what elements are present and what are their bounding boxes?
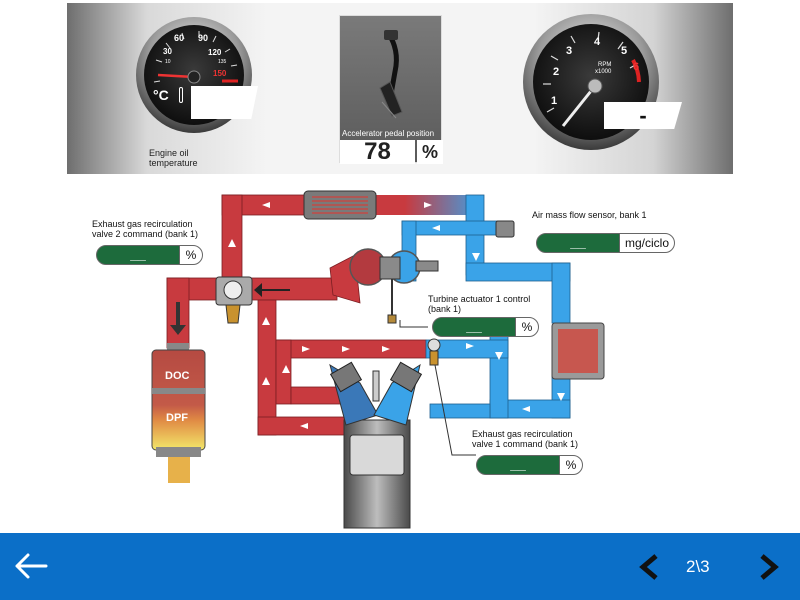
dpf-label: DPF	[166, 412, 188, 424]
maf-unit: mg/ciclo	[619, 233, 675, 253]
oil-tick-30: 30	[163, 47, 172, 56]
egr2-label-line1: Exhaust gas recirculation	[92, 219, 193, 229]
air-flow-schematic	[151, 190, 605, 529]
rpm-tick-6: 6	[633, 61, 640, 73]
rpm-tick-5: 5	[621, 45, 628, 57]
rpm-gauge	[523, 14, 659, 150]
page-indicator: 2\3	[686, 557, 710, 576]
pedal-position-label: Accelerator pedal position	[342, 129, 435, 138]
oil-tick-10: 10	[165, 59, 171, 65]
rpm-unit-label: RPM	[598, 62, 612, 68]
oil-tick-60: 60	[174, 33, 185, 43]
rpm-readout: -	[604, 102, 682, 129]
oil-unit-label: °C	[153, 87, 169, 103]
rpm-tick-4: 4	[594, 36, 601, 48]
oil-temperature-readout	[191, 86, 258, 119]
rpm-tick-3: 3	[566, 45, 573, 57]
egr1-label-line2: valve 1 command (bank 1)	[472, 439, 579, 449]
maf-meter: __ mg/ciclo	[536, 233, 675, 253]
engine-air-flow-diagram: Exhaust gas recirculation valve 2 comman…	[0, 175, 800, 530]
egr2-unit: %	[179, 245, 203, 265]
egr1-unit: %	[559, 455, 583, 475]
chevron-right-icon	[760, 554, 779, 580]
accelerator-pedal-panel: Accelerator pedal position 78 %	[339, 15, 443, 164]
egr1-label-line1: Exhaust gas recirculation	[472, 429, 573, 439]
turbine-label-line2: (bank 1)	[428, 304, 462, 314]
egr1-meter: __ %	[476, 455, 583, 475]
rpm-tick-1: 1	[551, 95, 558, 107]
turbine-value: __	[432, 317, 516, 337]
arrow-left-icon	[15, 553, 48, 579]
turbine-label-line1: Turbine actuator 1 control	[428, 294, 531, 304]
turbine-meter: __ %	[432, 317, 539, 337]
egr1-value: __	[476, 455, 560, 475]
bottom-navigation-bar: 2\3	[0, 533, 800, 600]
oil-tick-135: 135	[218, 59, 227, 65]
pedal-position-value: 78	[340, 140, 415, 164]
gauge-panel: 10 30 60 90 120 135 150 °C Engine oil te…	[67, 3, 733, 174]
turbine-unit: %	[515, 317, 539, 337]
pedal-position-unit: %	[417, 140, 443, 164]
accelerator-pedal-icon	[379, 30, 403, 119]
maf-value: __	[536, 233, 620, 253]
egr2-label-line2: valve 2 command (bank 1)	[92, 229, 199, 239]
oil-temperature-label: Engine oil temperature	[149, 148, 198, 168]
doc-label: DOC	[165, 370, 190, 382]
maf-label: Air mass flow sensor, bank 1	[532, 210, 647, 220]
back-button[interactable]	[12, 551, 50, 581]
next-page-button[interactable]	[756, 553, 782, 581]
thermometer-icon	[179, 87, 183, 103]
egr2-value: __	[96, 245, 180, 265]
rpm-tick-2: 2	[553, 66, 560, 78]
oil-tick-90: 90	[198, 33, 209, 43]
oil-redline-label: 150	[213, 69, 227, 78]
pedal-value-row: 78 %	[340, 140, 443, 164]
previous-page-button[interactable]	[636, 553, 662, 581]
egr2-meter: __ %	[96, 245, 203, 265]
chevron-left-icon	[639, 554, 658, 580]
rpm-multiplier-label: x1000	[595, 69, 612, 75]
oil-tick-120: 120	[208, 48, 222, 57]
